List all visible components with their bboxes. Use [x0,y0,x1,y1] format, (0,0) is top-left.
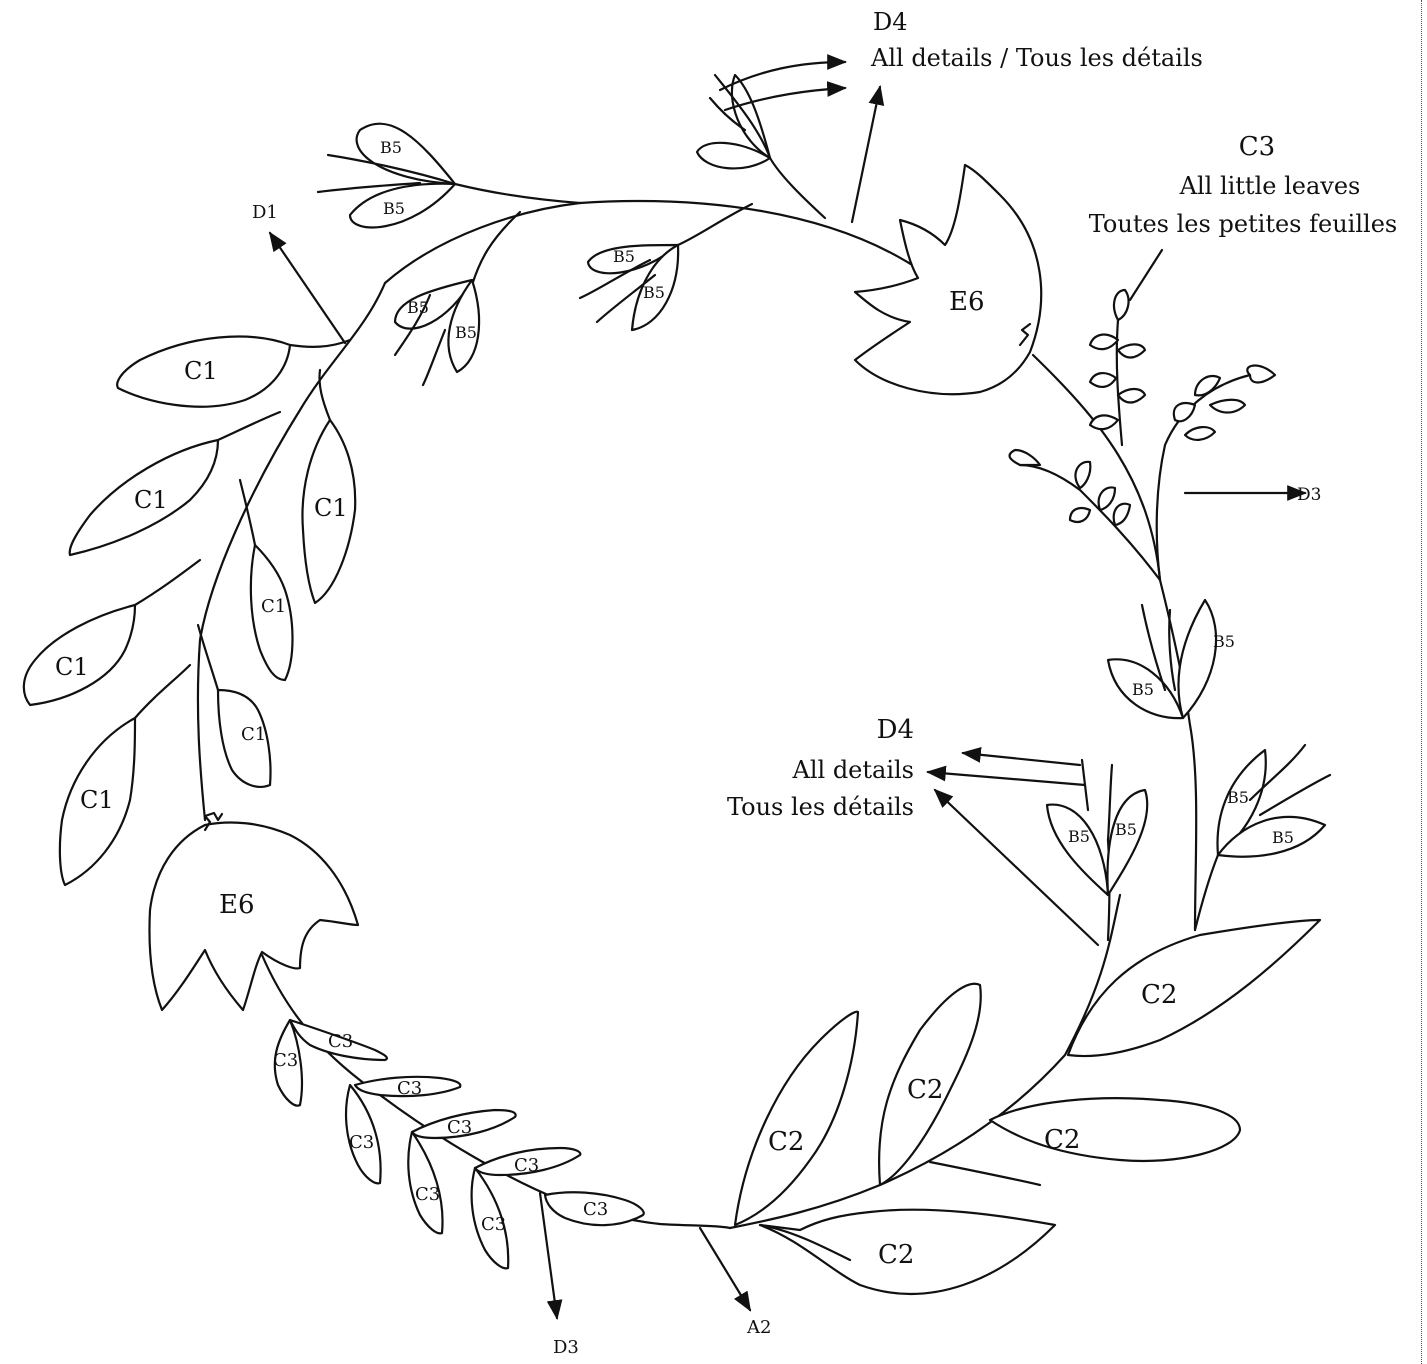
label-e6: E6 [949,287,985,317]
label-b5: B5 [383,199,405,218]
label-b5: B5 [1115,820,1137,839]
label-c2: C2 [1044,1125,1080,1155]
c1-leaves [24,337,355,885]
label-c2: C2 [878,1240,914,1270]
label-c2: C2 [907,1075,943,1105]
label-b5: B5 [613,247,635,266]
label-c1: C1 [314,494,348,522]
label-c3: C3 [481,1214,506,1235]
b5-cluster-mid-right [928,745,1330,945]
b5-cluster-right [1108,600,1216,718]
d4-bud-top [697,62,880,222]
d4-top-text: All details / Tous les détails [870,44,1203,72]
c3-top-code: C3 [1239,132,1275,162]
d3-right-code: D3 [1297,485,1321,505]
label-b5: B5 [1272,828,1294,847]
label-b5: B5 [1132,680,1154,699]
b5-cluster-top-left [318,124,580,385]
label-c1: C1 [55,653,89,681]
e6-flower-top-right [855,165,1041,394]
label-c3: C3 [349,1132,374,1153]
label-c1: C1 [80,786,114,814]
d1-code: D1 [252,202,278,223]
wreath-stems [198,201,1196,1228]
page-edge-dotted-line [1421,0,1422,1364]
label-c3: C3 [273,1050,298,1071]
d4-mid-code: D4 [877,715,914,745]
label-c1: C1 [261,596,286,617]
label-c1: C1 [134,486,168,514]
label-b5: B5 [407,298,429,317]
label-c3: C3 [415,1184,440,1205]
label-c1: C1 [241,724,266,745]
c3-branches-right [1010,250,1305,580]
label-c3: C3 [328,1031,353,1052]
stem-bottom [262,955,730,1228]
label-c3: C3 [514,1155,539,1176]
d4-mid-line1: All details [792,756,915,784]
d3-bottom-code: D3 [553,1337,579,1358]
label-c2: C2 [768,1127,804,1157]
d4-mid-line2: Tous les détails [727,793,914,821]
label-b5: B5 [1213,632,1235,651]
label-c3: C3 [447,1117,472,1138]
label-c3: C3 [583,1199,608,1220]
label-e6: E6 [219,890,255,920]
label-b5: B5 [380,138,402,157]
label-b5: B5 [1227,788,1249,807]
d4-top-code: D4 [873,8,908,36]
label-c2: C2 [1141,980,1177,1010]
label-c3: C3 [397,1078,422,1099]
label-c1: C1 [184,357,218,385]
c3-top-line2: Toutes les petites feuilles [1089,210,1397,238]
a2-code: A2 [746,1317,771,1338]
b5-cluster-top-middle [580,204,752,330]
c3-cluster-bottom [275,1020,644,1318]
label-b5: B5 [643,283,665,302]
label-b5: B5 [455,323,477,342]
c2-leaves [735,920,1320,1294]
label-b5: B5 [1068,827,1090,846]
c3-top-line1: All little leaves [1179,172,1361,200]
arrows-misc [270,233,750,1310]
